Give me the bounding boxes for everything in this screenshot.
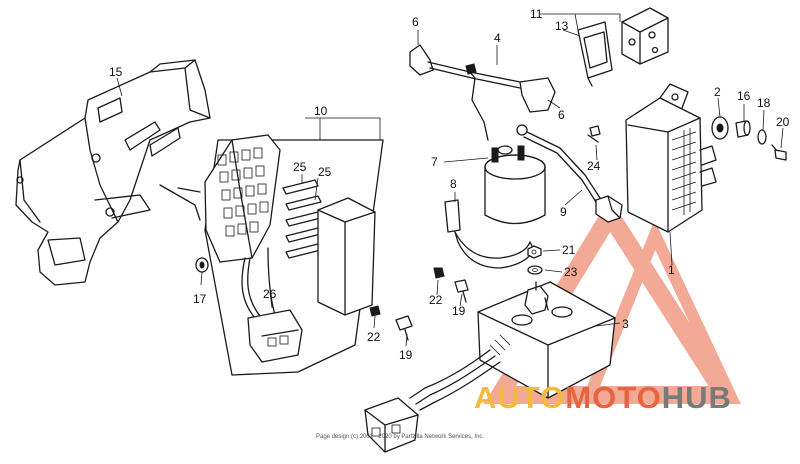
fuse-box-group-outline [204,139,384,376]
fuse-box [204,134,281,263]
screw-24 [587,125,601,143]
label-16: 16 [737,89,751,103]
label-11: 11 [530,7,543,21]
nut-21 [527,245,542,259]
label-10: 10 [314,104,328,118]
part-labels: 15 10 25 25 26 17 22 19 6 4 6 7 8 9 24 2… [109,7,790,362]
label-9: 9 [560,205,567,219]
relay-11 [621,7,669,65]
label-19-left: 19 [399,348,413,362]
label-20: 20 [776,115,790,129]
label-18: 18 [757,96,771,110]
label-22-right: 22 [429,293,443,307]
watermark-moto: MOTO [565,380,662,415]
nut-22-left [369,305,381,317]
nut-22-right [433,267,445,279]
label-17: 17 [193,292,207,306]
label-26: 26 [263,287,277,301]
label-8: 8 [450,177,457,191]
leader-lines [116,13,784,347]
label-24: 24 [587,159,601,173]
label-25-a: 25 [293,160,307,174]
cable-9-connector [595,195,623,223]
label-13: 13 [555,19,569,33]
cable-6-4 [409,44,556,141]
label-4: 4 [494,31,501,45]
band-8 [444,199,535,269]
bolt-19-left [395,315,413,341]
washer-18 [757,129,767,145]
fuse-harness-26 [241,247,303,363]
label-21: 21 [562,243,576,257]
bolt-20 [771,144,787,161]
label-25-b: 25 [318,165,332,179]
label-22-left: 22 [367,330,381,344]
washer-23 [527,265,543,275]
fuse-cover [317,197,376,316]
label-6-top: 6 [412,15,419,29]
regulator-1 [625,83,717,233]
junction-box-3 [364,281,616,453]
copyright-notice: Page design (c) 2001 - 2020 by Partzilla… [316,434,485,440]
collar-16 [735,120,751,138]
label-15: 15 [109,65,123,79]
relay-13 [577,21,613,87]
watermark-text: AUTOMOTOHUB [474,380,732,416]
label-7: 7 [431,155,438,169]
label-3: 3 [622,317,629,331]
label-1: 1 [668,263,675,277]
label-6-right: 6 [558,108,565,122]
watermark-hub: HUB [661,380,732,415]
bolt-19-right [454,279,469,303]
bracket-15 [15,59,211,286]
watermark-auto: AUTO [474,380,566,415]
fuses-25 [282,179,322,259]
label-2: 2 [714,85,721,99]
grommet-17 [195,257,209,273]
label-19-right: 19 [452,304,466,318]
label-23: 23 [564,265,578,279]
starter-relay-7 [484,124,601,225]
bushing-2 [711,116,729,140]
